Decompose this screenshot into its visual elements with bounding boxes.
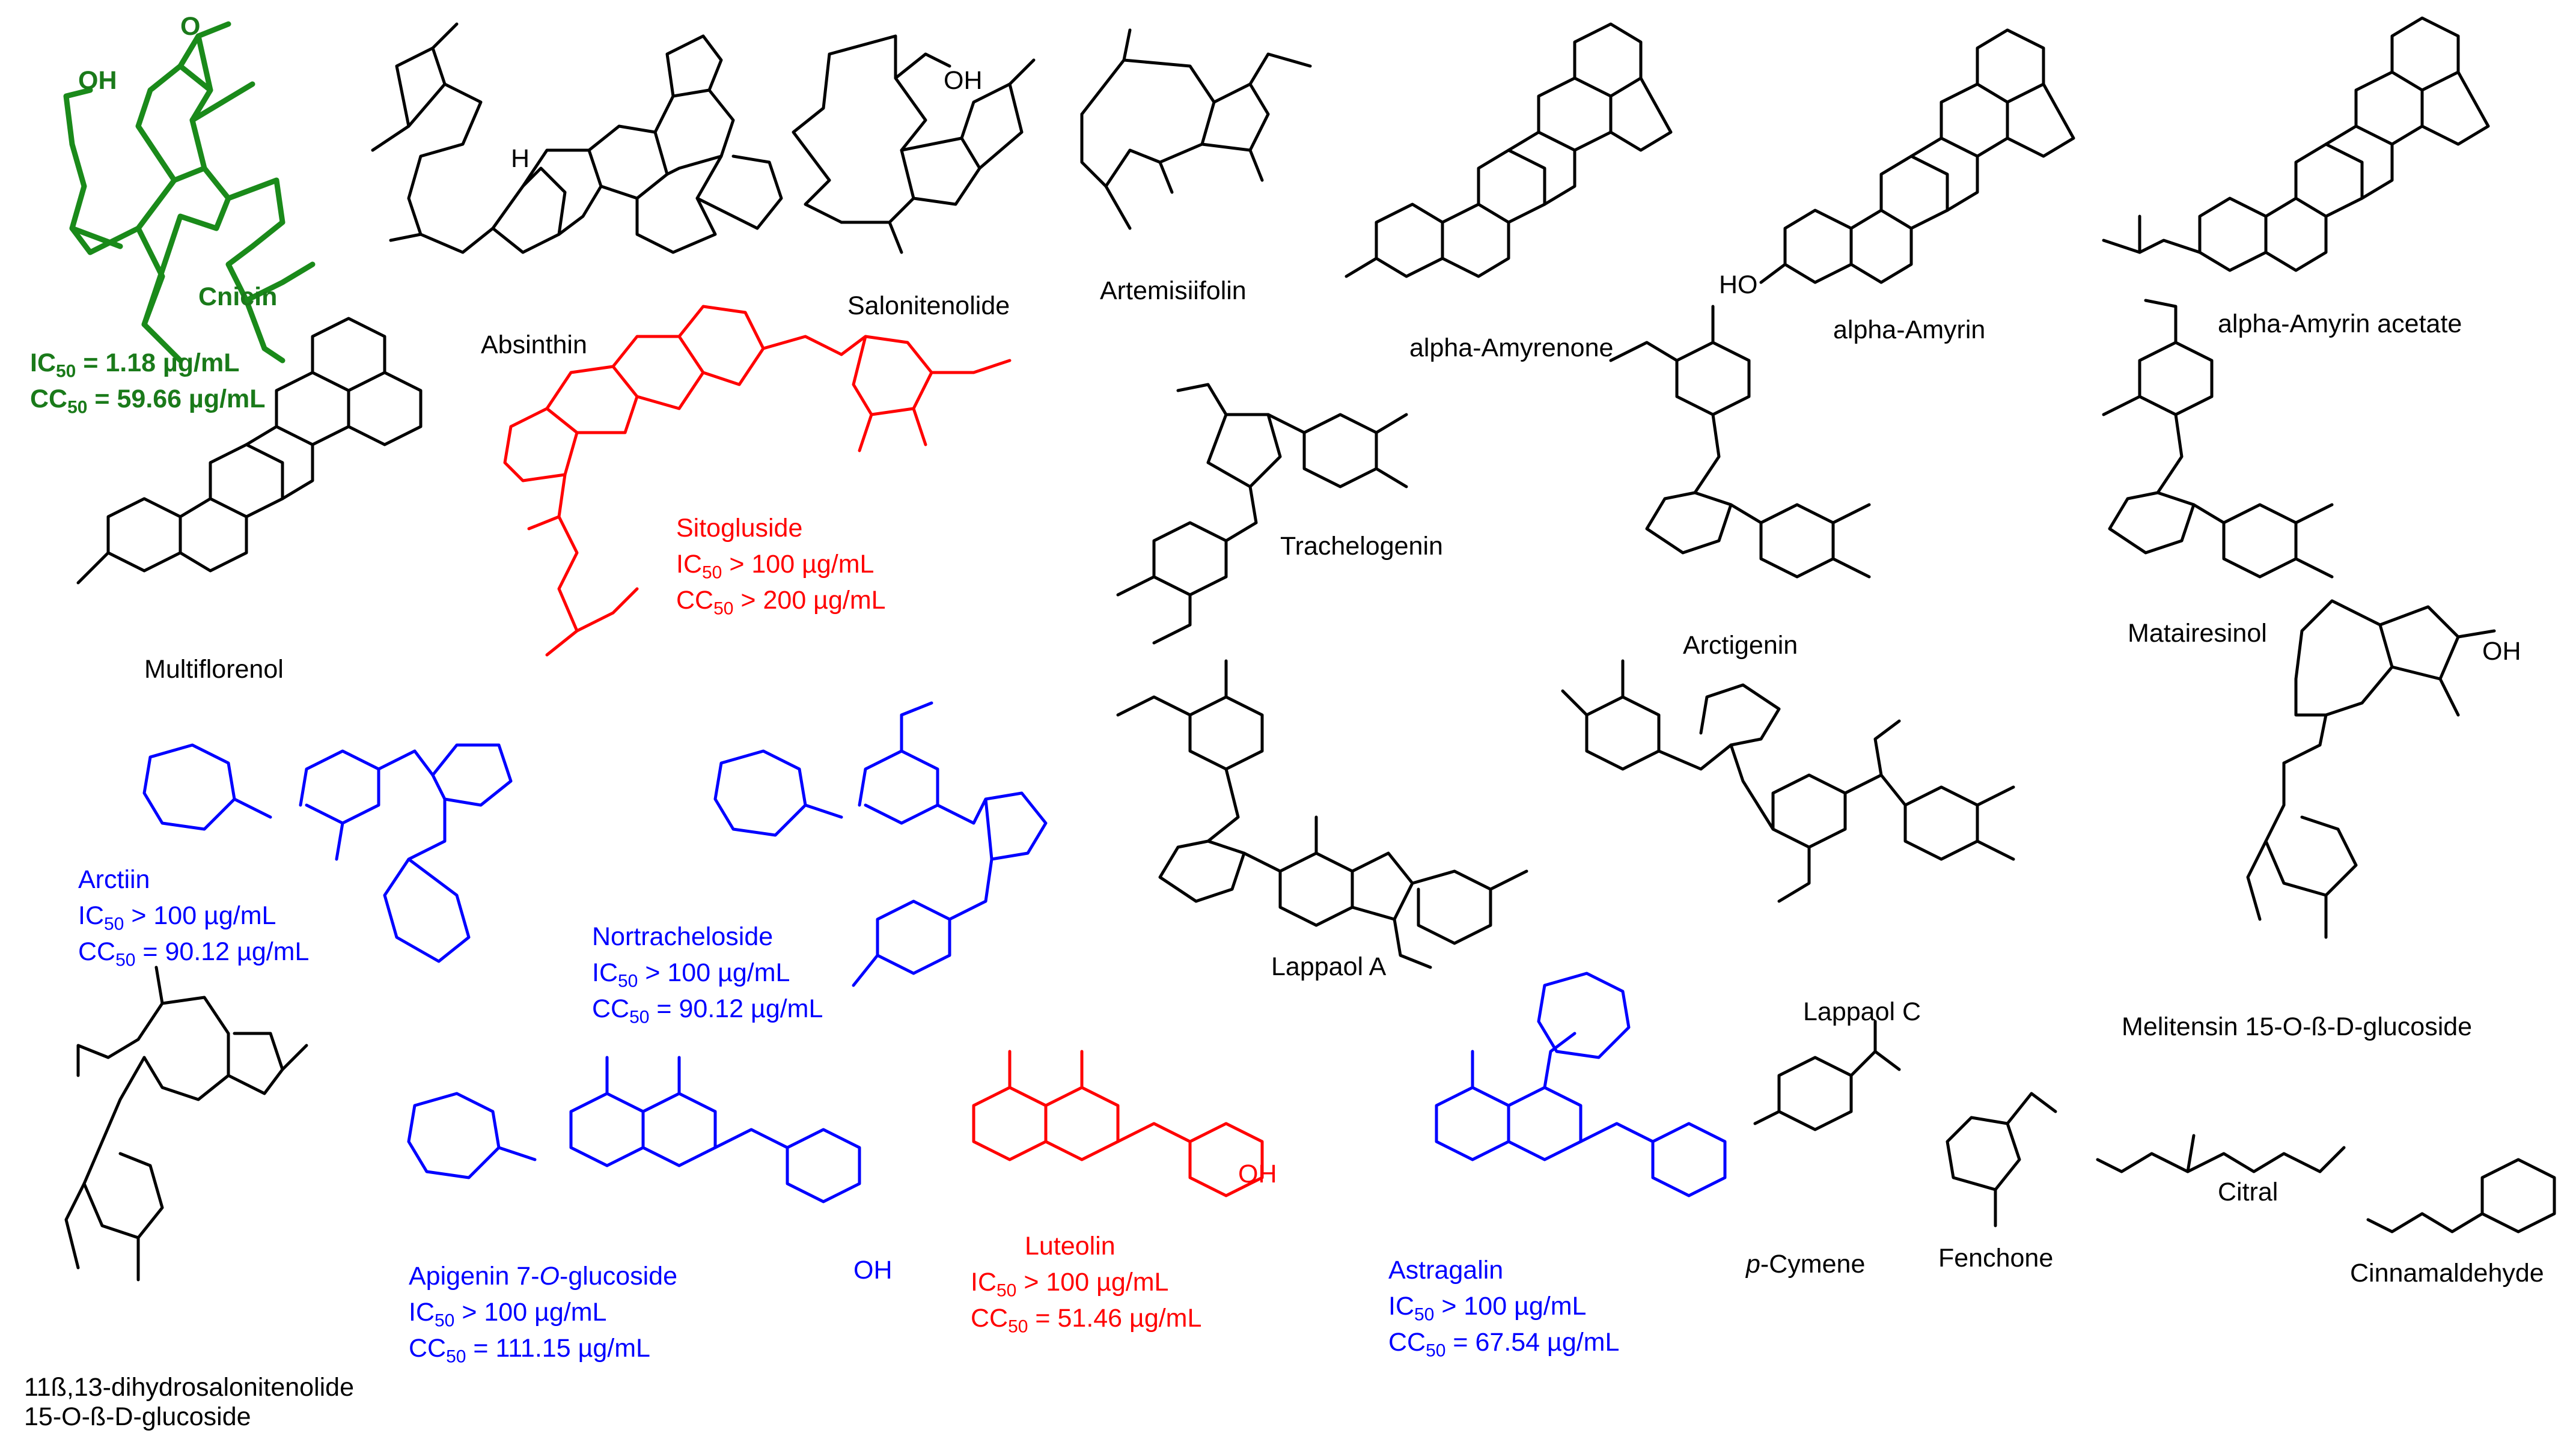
nortracheloside-structure [713, 701, 1048, 987]
alpha-amyrin-name: alpha-Amyrin [1833, 315, 1986, 344]
alpha-amyrenone-name: alpha-Amyrenone [1409, 333, 1614, 362]
atom-label-oh: OH [2482, 637, 2521, 666]
dihydrosalonitenolide-name: 11ß,13-dihydrosalonitenolide 15-O-ß-D-gl… [24, 1373, 355, 1432]
arctiin-name: Arctiin [78, 865, 150, 894]
absinthin-name: Absinthin [481, 330, 587, 359]
atom-label-oh: OH [78, 66, 117, 95]
alpha-amyrin-acetate-structure [2102, 16, 2490, 272]
sitogluside-ic50: IC50 > 100 µg/mL [676, 550, 874, 583]
luteolin-cc50: CC50 = 51.46 µg/mL [971, 1304, 1202, 1337]
astragalin-cc50: CC50 = 67.54 µg/mL [1388, 1328, 1620, 1361]
luteolin-structure [972, 1050, 1264, 1197]
atom-label-o: O [180, 12, 201, 41]
cinnamaldehyde-name: Cinnamaldehyde [2350, 1259, 2544, 1288]
astragalin-ic50: IC50 > 100 µg/mL [1388, 1292, 1587, 1325]
cnicin-cc50: CC50 = 59.66 µg/mL [30, 385, 266, 418]
apigenin-glucoside-name: Apigenin 7-O-glucoside [409, 1262, 677, 1291]
citral-structure [2096, 1134, 2346, 1173]
p-cymene-name: p-Cymene [1746, 1250, 1866, 1279]
cnicin-structure [63, 21, 316, 364]
atom-label-oh: OH [853, 1256, 893, 1285]
lappaol-c-name: Lappaol C [1803, 997, 1921, 1026]
apigenin-glucoside-ic50: IC50 > 100 µg/mL [409, 1298, 607, 1331]
trachelogenin-structure [1116, 383, 1408, 645]
salonitenolide-name: Salonitenolide [847, 291, 1010, 320]
sitogluside-cc50: CC50 > 200 µg/mL [676, 586, 886, 619]
arctigenin-structure [1609, 305, 1871, 579]
arctiin-ic50: IC50 > 100 µg/mL [78, 901, 276, 934]
cinnamaldehyde-structure [2366, 1158, 2556, 1234]
trachelogenin-name: Trachelogenin [1280, 532, 1443, 561]
dihydrosalonitenolide-structure [64, 966, 308, 1282]
nortracheloside-cc50: CC50 = 90.12 µg/mL [592, 994, 823, 1027]
cnicin-name: Cnicin [198, 282, 278, 311]
nortracheloside-ic50: IC50 > 100 µg/mL [592, 958, 790, 991]
cnicin-ic50: IC50 = 1.18 µg/mL [30, 348, 240, 382]
artemisiifolin-name: Artemisiifolin [1100, 276, 1247, 305]
melitensin-structure [2246, 599, 2496, 939]
alpha-amyrenone-structure [1344, 22, 1673, 278]
lappaol-a-name: Lappaol A [1271, 952, 1387, 981]
luteolin-name: Luteolin [1025, 1232, 1116, 1261]
astragalin-name: Astragalin [1388, 1256, 1504, 1285]
absinthin-structure [371, 22, 783, 254]
apigenin-glucoside-structure [407, 1056, 861, 1203]
alpha-amyrin-structure [1759, 28, 2075, 284]
apigenin-glucoside-cc50: CC50 = 111.15 µg/mL [409, 1334, 650, 1367]
matairesinol-name: Matairesinol [2128, 619, 2267, 648]
arctiin-structure [142, 743, 513, 963]
nortracheloside-name: Nortracheloside [592, 922, 774, 951]
arctigenin-name: Arctigenin [1683, 631, 1798, 660]
arctiin-cc50: CC50 = 90.12 µg/mL [78, 937, 310, 970]
multiflorenol-structure [76, 317, 423, 585]
lappaol-a-structure [1116, 659, 1528, 969]
matairesinol-structure [2102, 299, 2334, 579]
atom-label-ho: HO [1719, 270, 1758, 299]
fenchone-name: Fenchone [1938, 1244, 2054, 1273]
atom-label-oh: OH [944, 66, 983, 95]
melitensin-name: Melitensin 15-O-ß-D-glucoside [2122, 1012, 2473, 1041]
lappaol-c-structure [1561, 659, 2015, 903]
luteolin-ic50: IC50 > 100 µg/mL [971, 1268, 1169, 1301]
p-cymene-structure [1753, 1020, 1901, 1131]
multiflorenol-name: Multiflorenol [144, 655, 284, 684]
astragalin-structure [1435, 972, 1727, 1197]
fenchone-structure [1946, 1092, 2057, 1227]
alpha-amyrin-acetate-name: alpha-Amyrin acetate [2218, 309, 2462, 338]
sitogluside-structure [503, 305, 1012, 657]
sitogluside-name: Sitogluside [676, 514, 803, 543]
artemisiifolin-structure [1080, 28, 1312, 230]
atom-label-oh: OH [1238, 1160, 1277, 1188]
salonitenolide-structure [792, 34, 1036, 254]
atom-label-h: H [511, 144, 530, 173]
citral-name: Citral [2218, 1178, 2278, 1206]
